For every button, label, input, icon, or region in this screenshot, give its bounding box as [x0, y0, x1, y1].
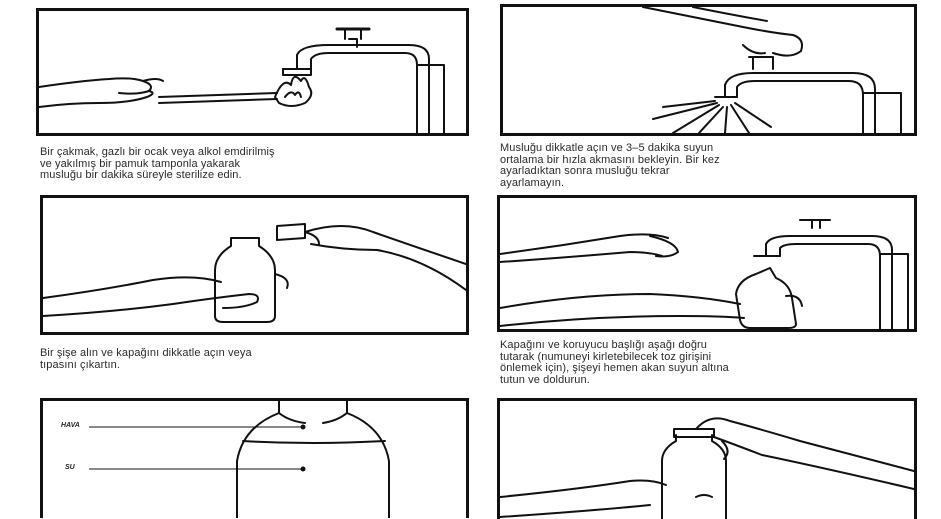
step6-close-bottle-illustration: [497, 398, 917, 519]
step2-caption: Musluğu dikkatle açın ve 3–5 dakika suyu…: [500, 143, 720, 189]
step1-caption: Bir çakmak, gazlı bir ocak veya alkol em…: [40, 147, 275, 182]
step2-run-water-illustration: [500, 4, 917, 136]
step3-open-bottle-illustration: [40, 195, 469, 335]
step5-bottle-levels-illustration: HAVA SU: [40, 398, 469, 518]
air-label: HAVA: [61, 422, 80, 429]
step3-caption: Bir şişe alın ve kapağını dikkatle açın …: [40, 348, 252, 371]
step4-caption: Kapağını ve koruyucu başlığı aşağı doğru…: [500, 340, 729, 386]
water-label: SU: [65, 464, 76, 471]
step4-fill-bottle-illustration: [497, 195, 917, 332]
step1-sterilize-illustration: [36, 8, 469, 136]
